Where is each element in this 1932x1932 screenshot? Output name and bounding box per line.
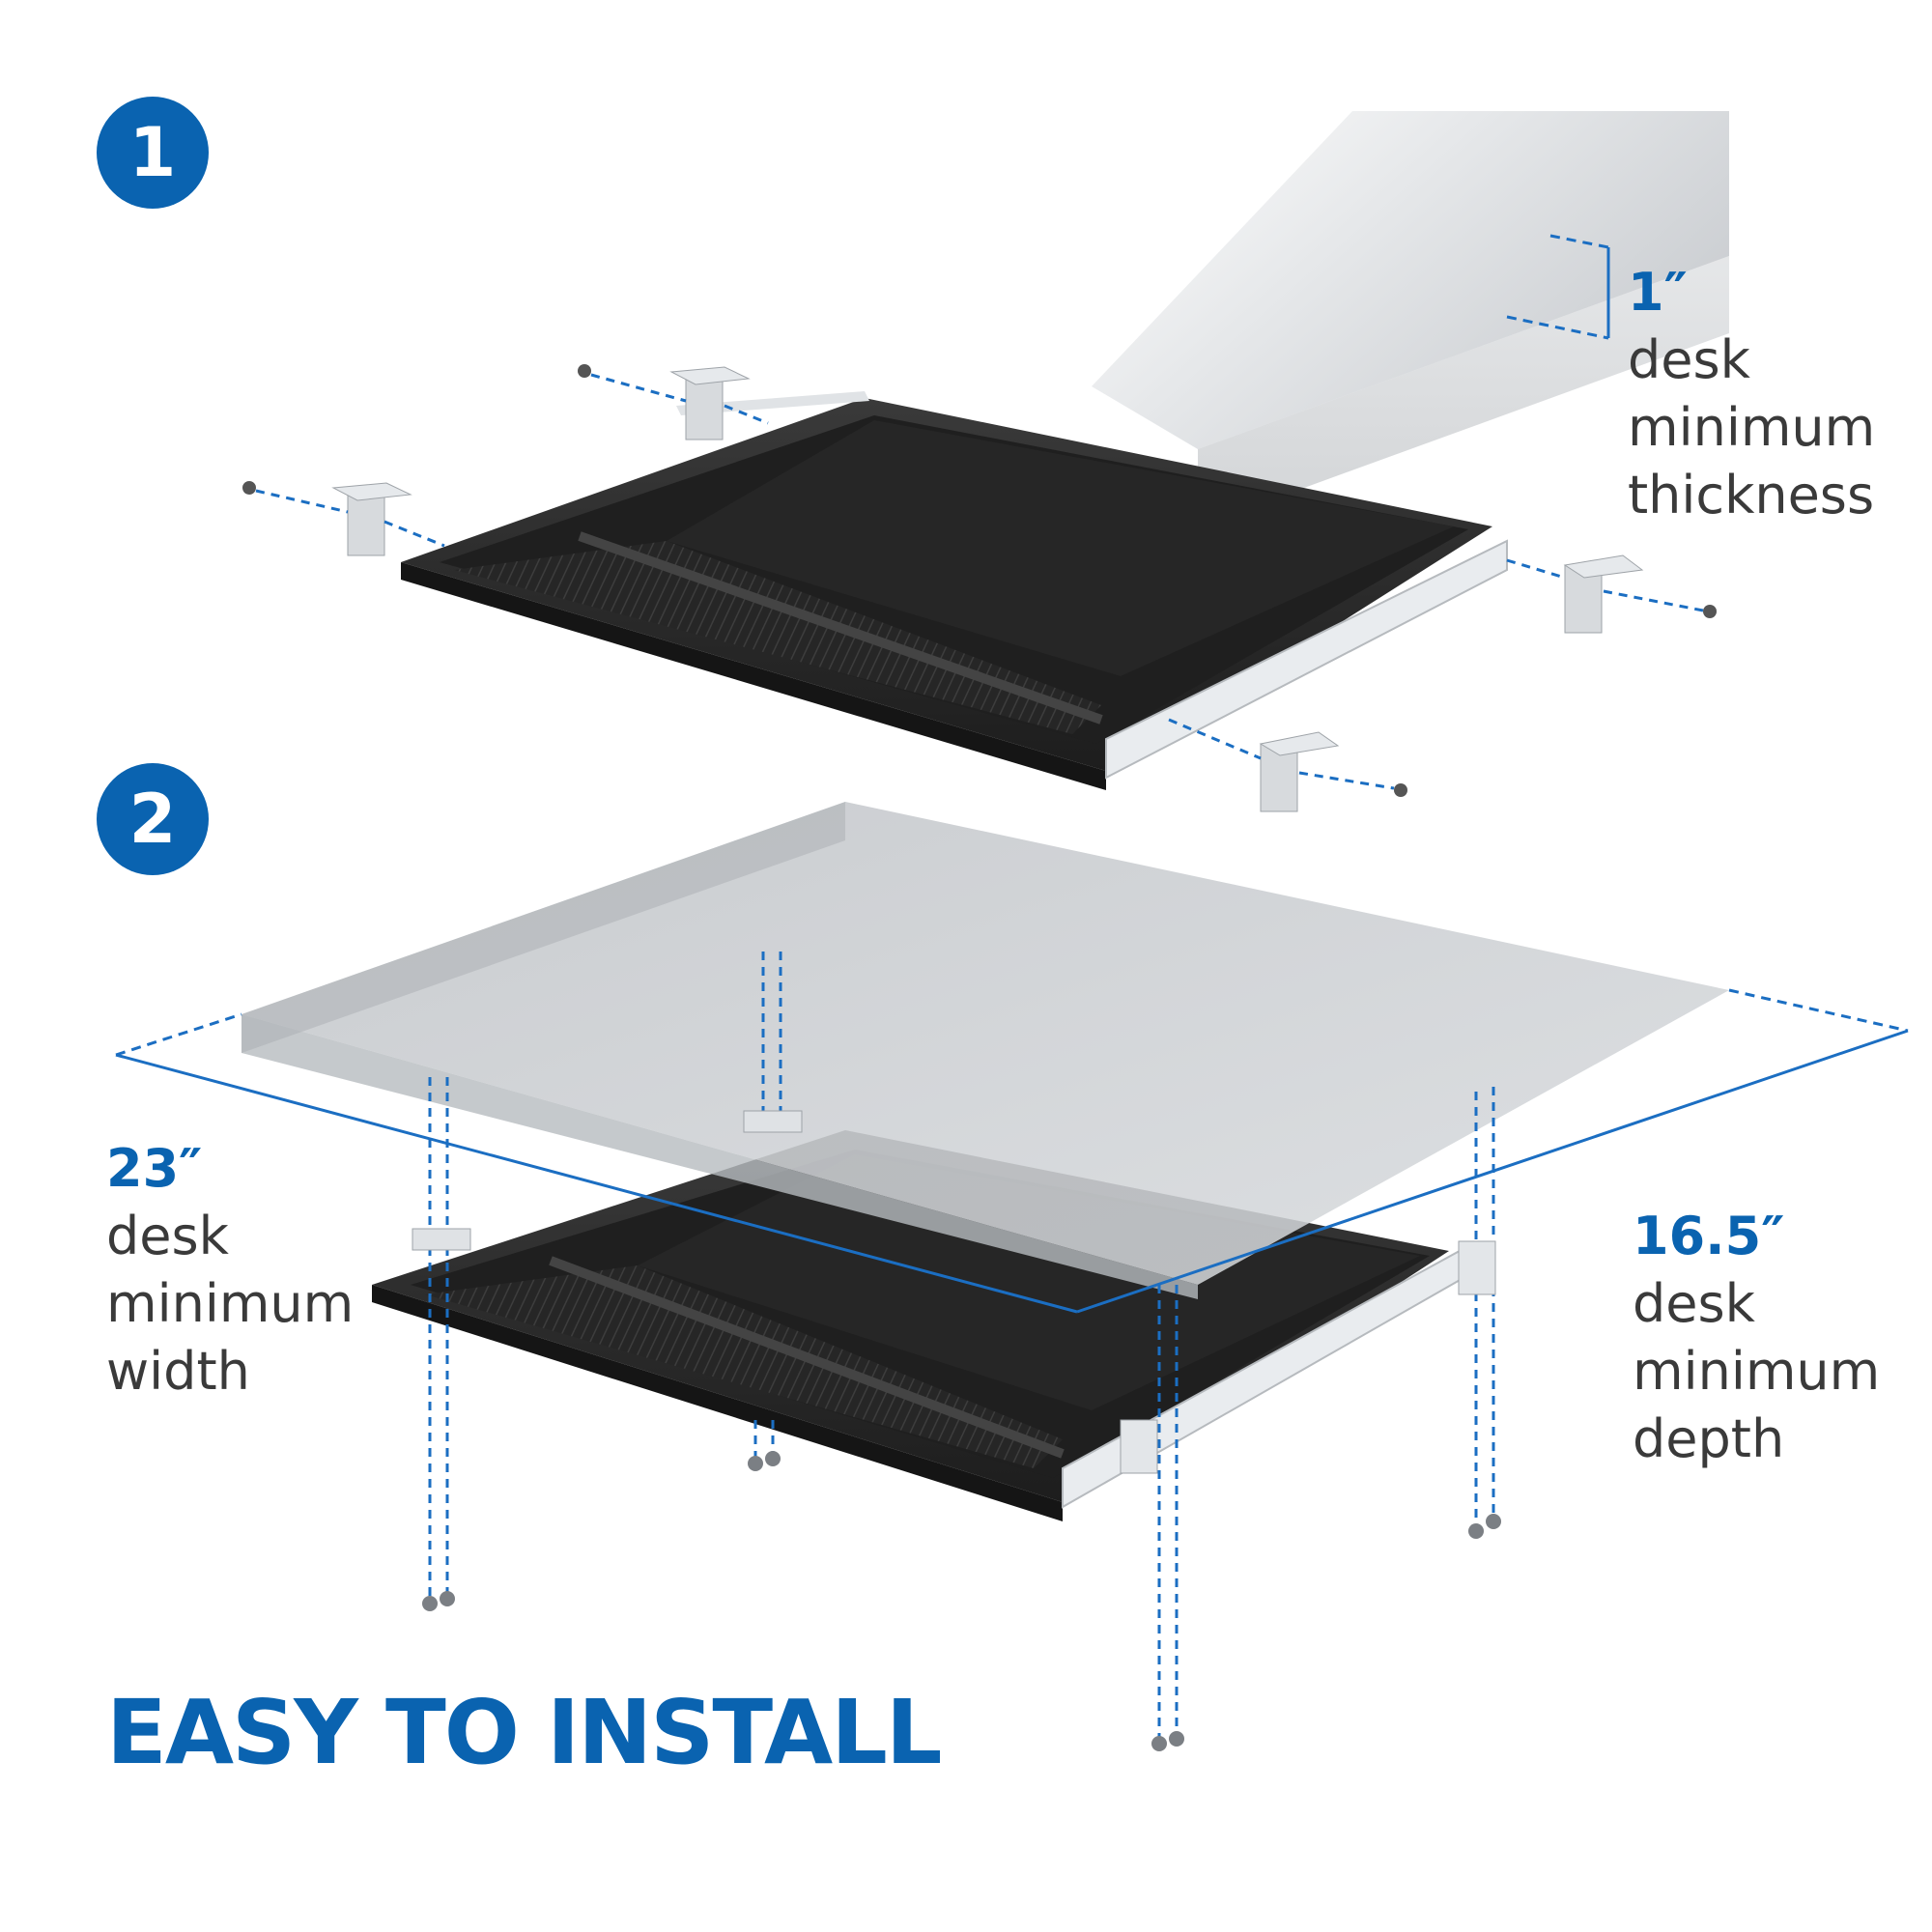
depth-value: 16.5″ (1633, 1206, 1785, 1266)
width-dimension (115, 1012, 1078, 1314)
thickness-line-3: thickness (1628, 465, 1875, 526)
width-line-3: width (106, 1341, 250, 1402)
thickness-dimension (1506, 234, 1610, 340)
depth-line-3: depth (1633, 1408, 1785, 1469)
step2-tray (372, 1130, 1469, 1521)
thickness-value: 1″ (1628, 262, 1688, 323)
depth-line-1: desk (1633, 1273, 1755, 1334)
thickness-line-1: desk (1628, 329, 1750, 390)
headline: EASY TO INSTALL (106, 1681, 942, 1784)
step2-guide-lines (428, 952, 1495, 1739)
step-1-badge: 1 (97, 97, 209, 209)
depth-label: 16.5″ desk minimum depth (1633, 1203, 1880, 1473)
width-line-2: minimum (106, 1273, 355, 1334)
step-2-badge: 2 (97, 763, 209, 875)
thickness-label: 1″ desk minimum thickness (1628, 259, 1875, 529)
depth-line-2: minimum (1633, 1341, 1881, 1402)
step2-hardware (412, 1110, 1501, 1751)
step2-desk-board (242, 802, 1729, 1299)
width-line-1: desk (106, 1206, 229, 1266)
width-label: 23″ desk minimum width (106, 1135, 354, 1406)
step1-guide-lines (255, 373, 1704, 790)
step-2-number: 2 (128, 780, 177, 859)
step-1-number: 1 (128, 113, 177, 192)
step1-hardware (242, 364, 1717, 812)
step1-tray (401, 391, 1508, 790)
width-value: 23″ (106, 1138, 203, 1199)
thickness-line-2: minimum (1628, 397, 1876, 458)
